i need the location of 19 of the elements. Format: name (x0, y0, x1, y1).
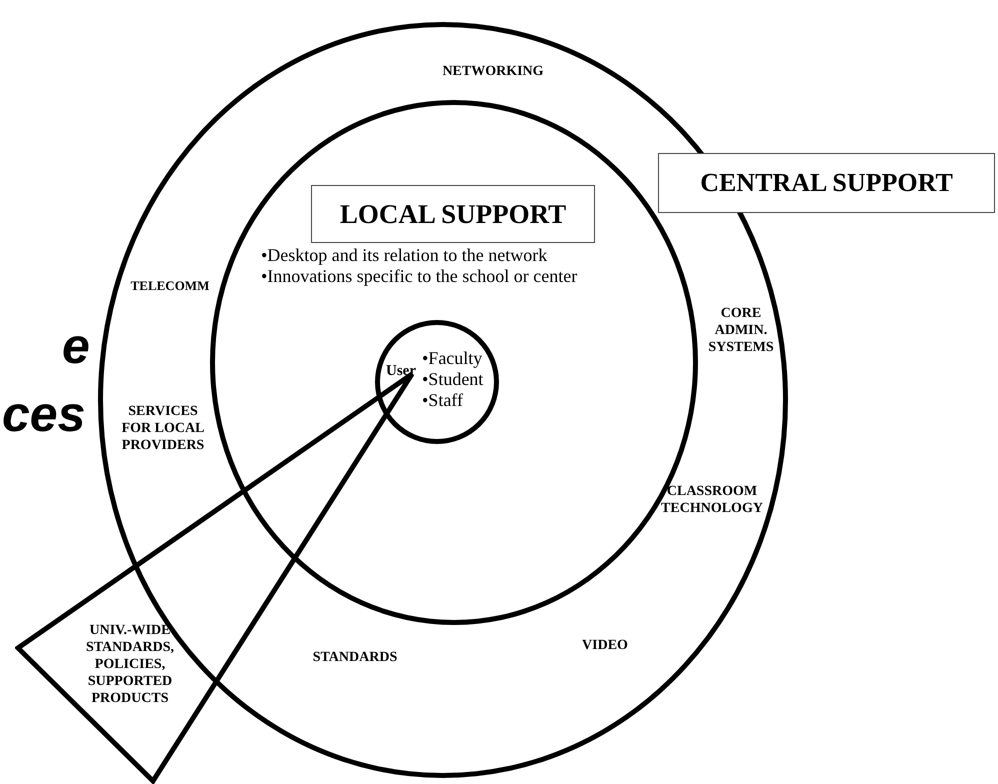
bullet-item: •Student (422, 370, 484, 388)
inner-circle (375, 320, 499, 444)
ring-label: VIDEO (581, 637, 629, 654)
ring-label: SERVICES FOR LOCAL PROVIDERS (120, 403, 206, 454)
cut-off-text: ces (2, 386, 86, 442)
bullet-item: •Faculty (422, 349, 484, 367)
ring-label: TELECOMM (130, 277, 210, 294)
center-label: User (386, 362, 417, 380)
ring-label: NETWORKING (441, 63, 545, 80)
bullet-item: •Staff (422, 391, 464, 409)
ring-label: CORE ADMIN. SYSTEMS (707, 305, 775, 356)
title-box: CENTRAL SUPPORT (658, 153, 995, 213)
cut-off-text: e (62, 318, 90, 374)
bullet-item: •Desktop and its relation to the network (261, 246, 548, 264)
callout-text: UNIV.-WIDE STANDARDS, POLICIES, SUPPORTED PRODUCTS (84, 622, 176, 707)
title-box: LOCAL SUPPORT (311, 185, 595, 243)
ring-label: STANDARDS (312, 649, 398, 666)
ring-label: CLASSROOM TECHNOLOGY (660, 483, 764, 517)
bullet-item: •Innovations specific to the school or center (261, 267, 578, 285)
